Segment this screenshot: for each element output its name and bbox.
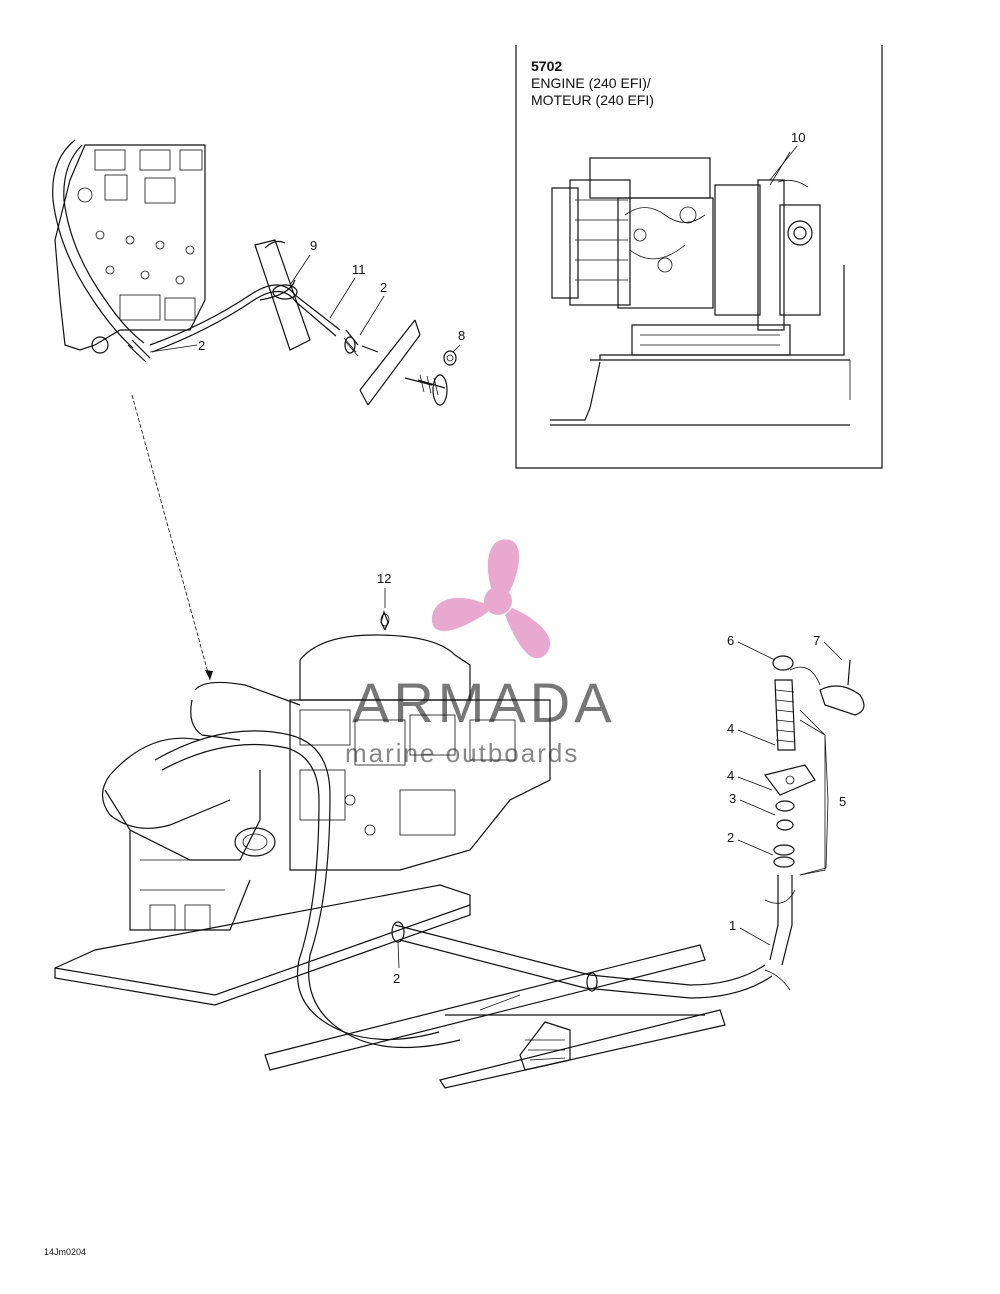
- callout-1: 1: [729, 918, 736, 933]
- inset-title-en: ENGINE (240 EFI)/: [531, 75, 651, 91]
- inset-code: 5702: [531, 58, 562, 74]
- callout-2-stack: 2: [727, 830, 734, 845]
- callout-7: 7: [813, 633, 820, 648]
- callout-2-detail: 2: [380, 280, 387, 295]
- callout-4-lower: 4: [727, 768, 734, 783]
- callout-3: 3: [729, 791, 736, 806]
- callout-10: 10: [791, 130, 805, 145]
- callout-4-upper: 4: [727, 721, 734, 736]
- propeller-logo: [431, 539, 551, 659]
- inset-title-fr: MOTEUR (240 EFI): [531, 92, 654, 108]
- callout-2-main: 2: [393, 971, 400, 986]
- callout-8: 8: [458, 328, 465, 343]
- watermark-brand: ARMADA: [352, 671, 616, 734]
- inset-panel: 5702 ENGINE (240 EFI)/ MOTEUR (240 EFI): [515, 45, 883, 469]
- callout-2-detail-left: 2: [198, 338, 205, 353]
- callout-11: 11: [352, 262, 366, 277]
- callout-5: 5: [839, 794, 846, 809]
- main-engine-assembly: 12 2 6 7 4 4 3 2 5 1: [54, 571, 865, 1089]
- watermark-tagline: marine outboards: [345, 738, 579, 768]
- armada-watermark: ARMADA marine outboards: [345, 539, 616, 768]
- figure-id: 14Jm0204: [44, 1247, 86, 1257]
- callout-12: 12: [377, 571, 391, 586]
- detail-view-hose-fitting: 9 11 2 8 2: [52, 139, 465, 681]
- inset-engine-drawing: [550, 151, 851, 426]
- callout-6: 6: [727, 633, 734, 648]
- callout-9: 9: [310, 238, 317, 253]
